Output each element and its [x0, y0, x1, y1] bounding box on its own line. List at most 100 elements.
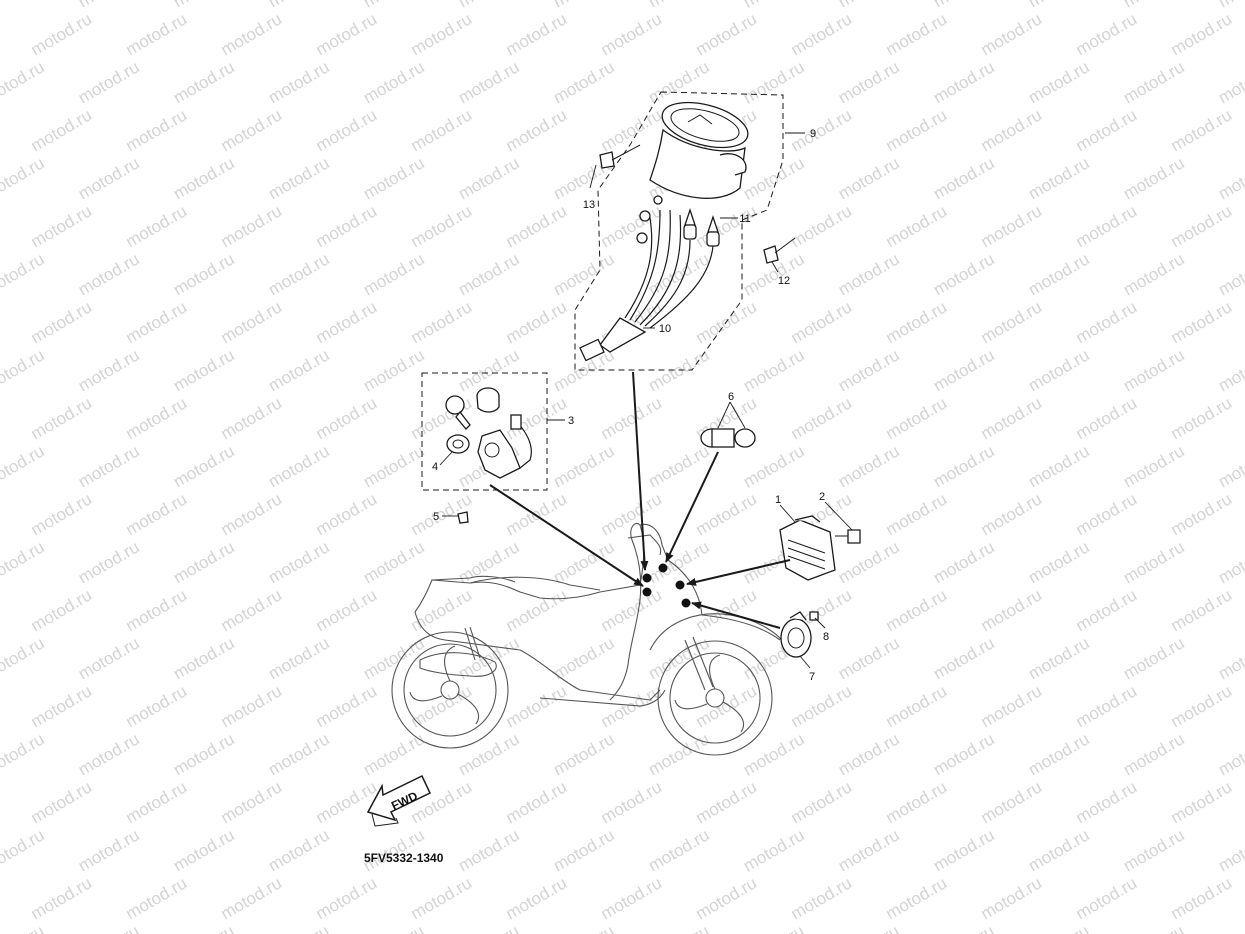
- watermark-text: motod.ru: [550, 729, 618, 779]
- watermark-text: motod.ru: [598, 777, 666, 827]
- watermark-text: motod.ru: [598, 201, 666, 251]
- watermark-text: motod.ru: [28, 9, 96, 59]
- watermark-text: motod.ru: [598, 105, 666, 155]
- watermark-text: motod.ru: [930, 249, 998, 299]
- watermark-text: motod.ru: [218, 873, 286, 923]
- watermark-text: motod.ru: [1025, 153, 1093, 203]
- watermark-text: motod.ru: [313, 489, 381, 539]
- watermark-text: motod.ru: [313, 105, 381, 155]
- watermark-text: motod.ru: [0, 57, 48, 107]
- watermark-text: motod.ru: [28, 873, 96, 923]
- watermark-text: motod.ru: [598, 9, 666, 59]
- watermark-text: motod.ru: [28, 489, 96, 539]
- watermark-text: motod.ru: [835, 249, 903, 299]
- watermark-text: motod.ru: [1120, 825, 1188, 875]
- watermark-text: motod.ru: [550, 441, 618, 491]
- watermark-text: motod.ru: [1120, 729, 1188, 779]
- assembly-arrows: [489, 371, 791, 629]
- watermark-text: motod.ru: [835, 633, 903, 683]
- meter-assembly-group: [574, 91, 784, 371]
- callout-7: 7: [809, 671, 815, 683]
- watermark-text: motod.ru: [360, 441, 428, 491]
- watermark-text: motod.ru: [930, 153, 998, 203]
- callout-8: 8: [823, 631, 829, 643]
- watermark-text: motod.ru: [1073, 585, 1141, 635]
- watermark-text: motod.ru: [0, 633, 48, 683]
- watermark-text: motod.ru: [788, 297, 856, 347]
- watermark-text: motod.ru: [75, 537, 143, 587]
- watermark-text: motod.ru: [598, 489, 666, 539]
- watermark-text: motod.ru: [788, 105, 856, 155]
- watermark-text: motod.ru: [455, 729, 523, 779]
- watermark-text: motod.ru: [1215, 537, 1245, 587]
- watermark-text: motod.ru: [740, 921, 808, 934]
- watermark-text: motod.ru: [503, 585, 571, 635]
- callout-13: 13: [583, 199, 595, 211]
- watermark-text: motod.ru: [740, 825, 808, 875]
- watermark-text: motod.ru: [978, 393, 1046, 443]
- watermark-text: motod.ru: [265, 633, 333, 683]
- watermark-text: motod.ru: [1168, 9, 1236, 59]
- watermark-text: motod.ru: [930, 633, 998, 683]
- watermark-text: motod.ru: [0, 345, 48, 395]
- watermark-text: motod.ru: [1215, 729, 1245, 779]
- watermark-text: motod.ru: [835, 729, 903, 779]
- callout-10: 10: [659, 323, 671, 335]
- watermark-text: motod.ru: [883, 681, 951, 731]
- watermark-text: motod.ru: [1120, 921, 1188, 934]
- watermark-text: motod.ru: [1120, 57, 1188, 107]
- watermark-text: motod.ru: [75, 345, 143, 395]
- watermark-text: motod.ru: [883, 201, 951, 251]
- watermark-text: motod.ru: [28, 393, 96, 443]
- watermark-text: motod.ru: [218, 393, 286, 443]
- watermark-text: motod.ru: [883, 873, 951, 923]
- watermark-text: motod.ru: [123, 681, 191, 731]
- main-switch-group: [421, 372, 548, 491]
- watermark-text: motod.ru: [835, 441, 903, 491]
- watermark-text: motod.ru: [788, 777, 856, 827]
- diagram-code: 5FV5332-1340: [364, 851, 444, 865]
- part-6: [700, 428, 756, 448]
- watermark-text: motod.ru: [930, 441, 998, 491]
- watermark-text: motod.ru: [883, 777, 951, 827]
- watermark-text: motod.ru: [170, 153, 238, 203]
- watermark-text: motod.ru: [883, 9, 951, 59]
- watermark-text: motod.ru: [265, 825, 333, 875]
- callout-2: 2: [819, 491, 825, 503]
- watermark-text: motod.ru: [693, 681, 761, 731]
- watermark-text: motod.ru: [503, 777, 571, 827]
- watermark-text: motod.ru: [1168, 105, 1236, 155]
- watermark-text: motod.ru: [218, 681, 286, 731]
- watermark-text: motod.ru: [550, 633, 618, 683]
- watermark-text: motod.ru: [170, 345, 238, 395]
- watermark-text: motod.ru: [0, 153, 48, 203]
- watermark-text: motod.ru: [313, 297, 381, 347]
- watermark-text: motod.ru: [503, 681, 571, 731]
- watermark-text: motod.ru: [408, 9, 476, 59]
- callout-4: 4: [432, 461, 438, 473]
- watermark-text: motod.ru: [550, 921, 618, 934]
- watermark-text: motod.ru: [930, 825, 998, 875]
- scooter-outline: [391, 522, 786, 756]
- watermark-text: motod.ru: [455, 921, 523, 934]
- watermark-text: motod.ru: [503, 297, 571, 347]
- watermark-text: motod.ru: [0, 0, 48, 11]
- watermark-text: motod.ru: [0, 729, 48, 779]
- watermark-text: motod.ru: [360, 729, 428, 779]
- part-2-bolt: [835, 529, 861, 544]
- watermark-text: motod.ru: [1215, 0, 1245, 11]
- watermark-text: motod.ru: [28, 681, 96, 731]
- watermark-text: motod.ru: [218, 585, 286, 635]
- watermark-text: motod.ru: [75, 921, 143, 934]
- watermark-text: motod.ru: [1073, 9, 1141, 59]
- watermark-text: motod.ru: [123, 297, 191, 347]
- watermark-text: motod.ru: [1120, 441, 1188, 491]
- bolt-13: [599, 144, 641, 169]
- watermark-text: motod.ru: [455, 825, 523, 875]
- watermark-text: motod.ru: [0, 537, 48, 587]
- watermark-text: motod.ru: [693, 489, 761, 539]
- watermark-text: motod.ru: [123, 105, 191, 155]
- watermark-text: motod.ru: [883, 585, 951, 635]
- watermark-text: motod.ru: [1120, 249, 1188, 299]
- watermark-text: motod.ru: [1168, 873, 1236, 923]
